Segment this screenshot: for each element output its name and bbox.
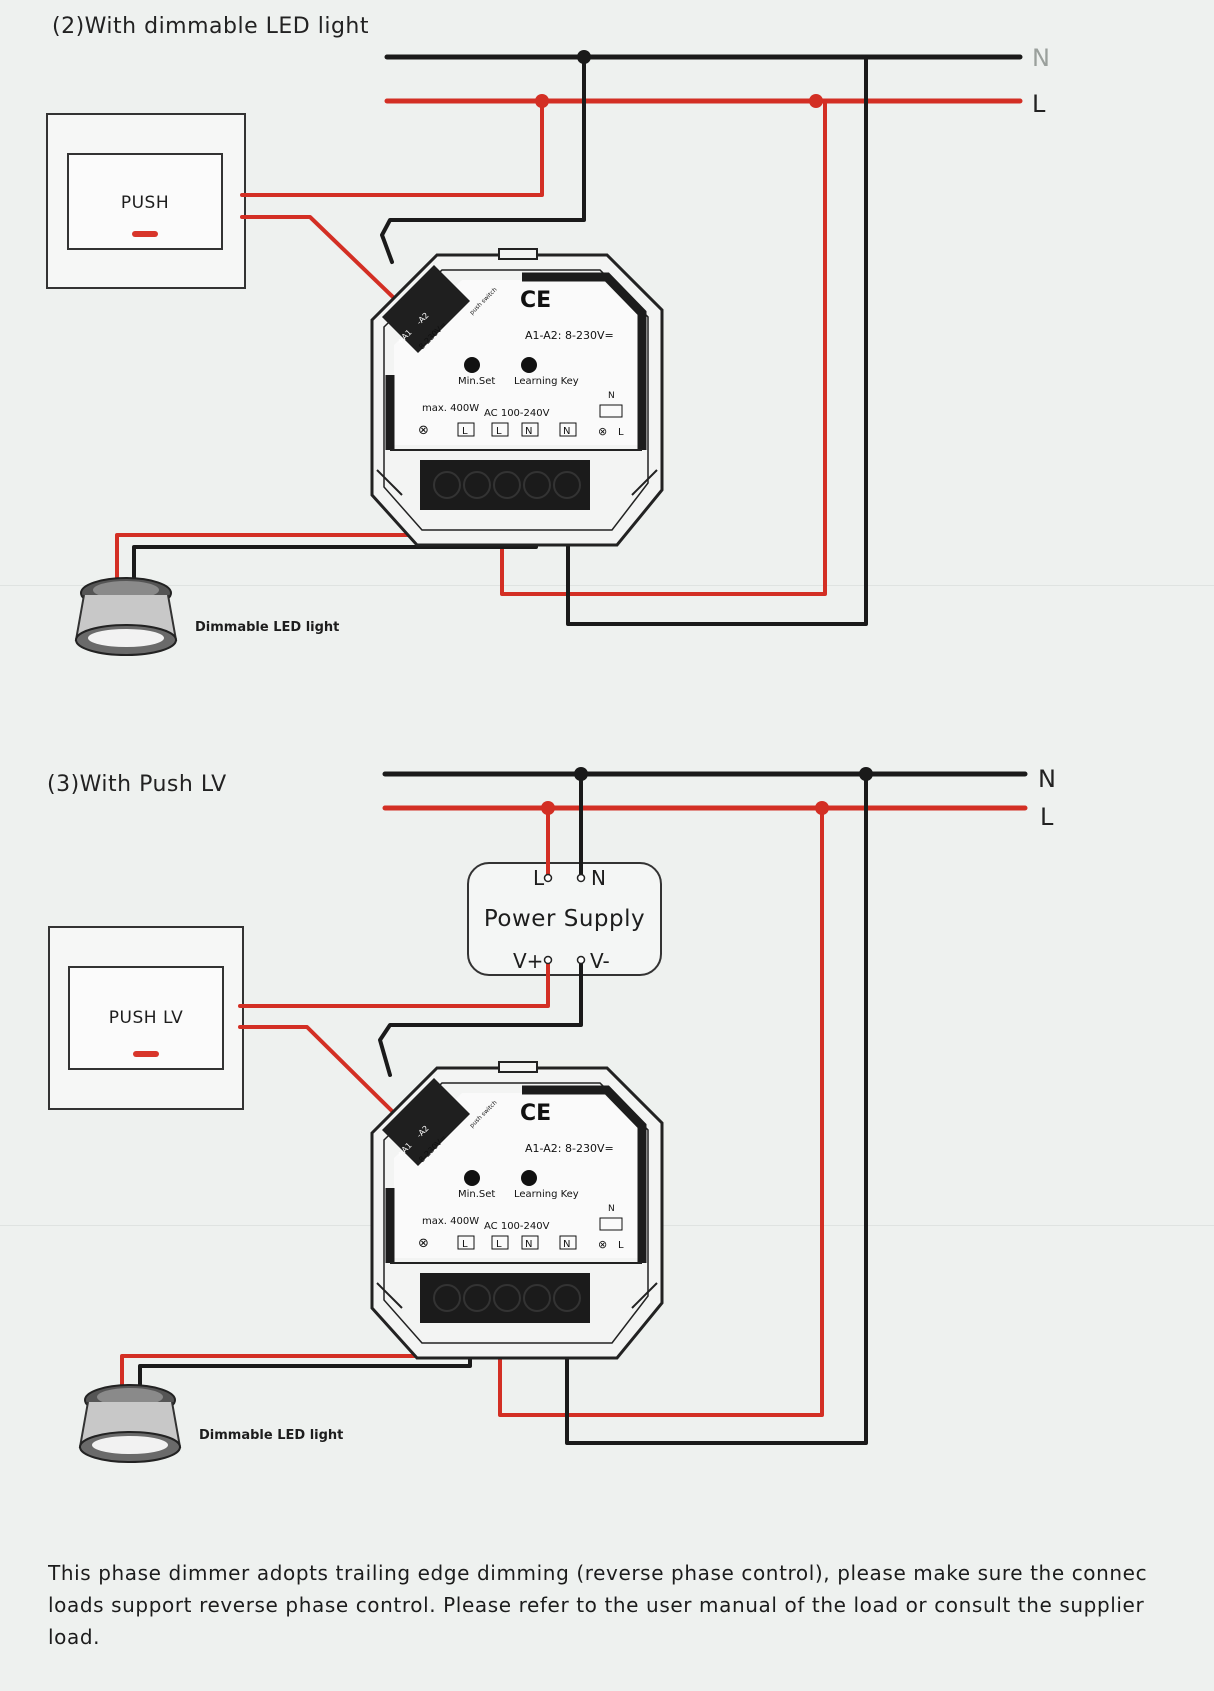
terminal-n2: N: [563, 1239, 570, 1250]
rail-n-label: N: [1038, 765, 1056, 793]
rail-n-label: N: [1032, 44, 1050, 72]
section2-heading: (2)With dimmable LED light: [52, 14, 369, 39]
terminal-labels: L L N N: [457, 422, 577, 437]
max-power-label: max. 400W: [422, 1216, 479, 1227]
load-n-label: N: [608, 1204, 615, 1214]
psu-n-terminal: N: [591, 866, 606, 890]
terminal-l2: L: [496, 426, 502, 437]
dimmer-module: CE A1-A2: 8-230V= Min.Set Learning Key m…: [372, 1062, 662, 1358]
terminal-l2: L: [496, 1239, 502, 1250]
learning-key-label: Learning Key: [514, 1189, 579, 1200]
switch-to-module: [238, 1025, 395, 1114]
load-symbol-icon: ⊗: [598, 425, 607, 438]
terminal-n2: N: [563, 426, 570, 437]
module-spec: A1-A2: 8-230V=: [525, 329, 614, 342]
terminal-n1: N: [525, 426, 532, 437]
section3-heading: (3)With Push LV: [47, 772, 227, 797]
power-supply-box: L N Power Supply V+ V-: [467, 862, 662, 976]
dimmable-led-lamp-icon: [78, 1384, 182, 1463]
terminal-l1: L: [462, 1239, 468, 1250]
rail-l-label: L: [1032, 90, 1046, 118]
load-dimmer-icon: [599, 404, 623, 418]
push-lv-switch-label: PUSH LV: [108, 1008, 184, 1028]
neutral-loop: [565, 772, 868, 1445]
live-to-switch: [240, 99, 544, 197]
ac-voltage-label: AC 100-240V: [484, 408, 550, 419]
switch-indicator-led: [133, 1051, 159, 1057]
lamp-label: Dimmable LED light: [199, 1428, 344, 1443]
dimmable-led-lamp-icon: [74, 577, 178, 656]
ac-voltage-label: AC 100-240V: [484, 1221, 550, 1232]
load-symbol-icon: ⊗: [418, 1236, 429, 1251]
load-l-label: L: [618, 427, 624, 438]
neutral-to-module: [380, 55, 586, 264]
terminal-n1: N: [525, 1239, 532, 1250]
load-n-label: N: [608, 391, 615, 401]
push-lv-switch-key[interactable]: PUSH LV: [68, 966, 224, 1070]
dimming-note: This phase dimmer adopts trailing edge d…: [48, 1557, 1208, 1653]
note-line-1: This phase dimmer adopts trailing edge d…: [48, 1561, 1148, 1585]
paper-fold-line: [0, 585, 1214, 586]
lamp-live: [115, 513, 439, 592]
dimmer-module: CE A1-A2: 8-230V= Min.Set Learning Key m…: [372, 249, 662, 545]
psu-vminus-terminal: V-: [590, 949, 610, 973]
learning-key-label: Learning Key: [514, 376, 579, 387]
note-line-3: load.: [48, 1625, 101, 1649]
psu-l-terminal: L: [533, 866, 545, 890]
load-dimmer-icon: [599, 1217, 623, 1231]
switch-indicator-led: [132, 231, 158, 237]
note-line-2: loads support reverse phase control. Ple…: [48, 1593, 1145, 1617]
lamp-live: [120, 1328, 439, 1397]
push-switch-key[interactable]: PUSH: [67, 153, 223, 250]
switch-to-module: [240, 215, 398, 302]
min-set-label: Min.Set: [458, 376, 495, 387]
lamp-label: Dimmable LED light: [195, 620, 340, 635]
psu-vplus-terminal: V+: [513, 949, 544, 973]
ce-mark: CE: [520, 288, 551, 313]
section3-wires: [120, 767, 1028, 1445]
rail-l-label: L: [1040, 803, 1054, 831]
psu-vminus-to-module: [378, 958, 583, 1077]
neutral-loop: [566, 55, 868, 626]
load-symbol-icon: ⊗: [418, 423, 429, 438]
terminal-l1: L: [462, 426, 468, 437]
load-l-label: L: [618, 1240, 624, 1251]
terminal-labels: L L N N: [457, 1235, 577, 1250]
module-spec: A1-A2: 8-230V=: [525, 1142, 614, 1155]
psu-title: Power Supply: [483, 906, 646, 932]
push-switch-label: PUSH: [120, 193, 170, 213]
min-set-label: Min.Set: [458, 1189, 495, 1200]
ce-mark: CE: [520, 1101, 551, 1126]
psu-vplus-to-switch: [238, 958, 550, 1008]
max-power-label: max. 400W: [422, 403, 479, 414]
load-symbol-icon: ⊗: [598, 1238, 607, 1251]
live-loop: [498, 806, 824, 1417]
